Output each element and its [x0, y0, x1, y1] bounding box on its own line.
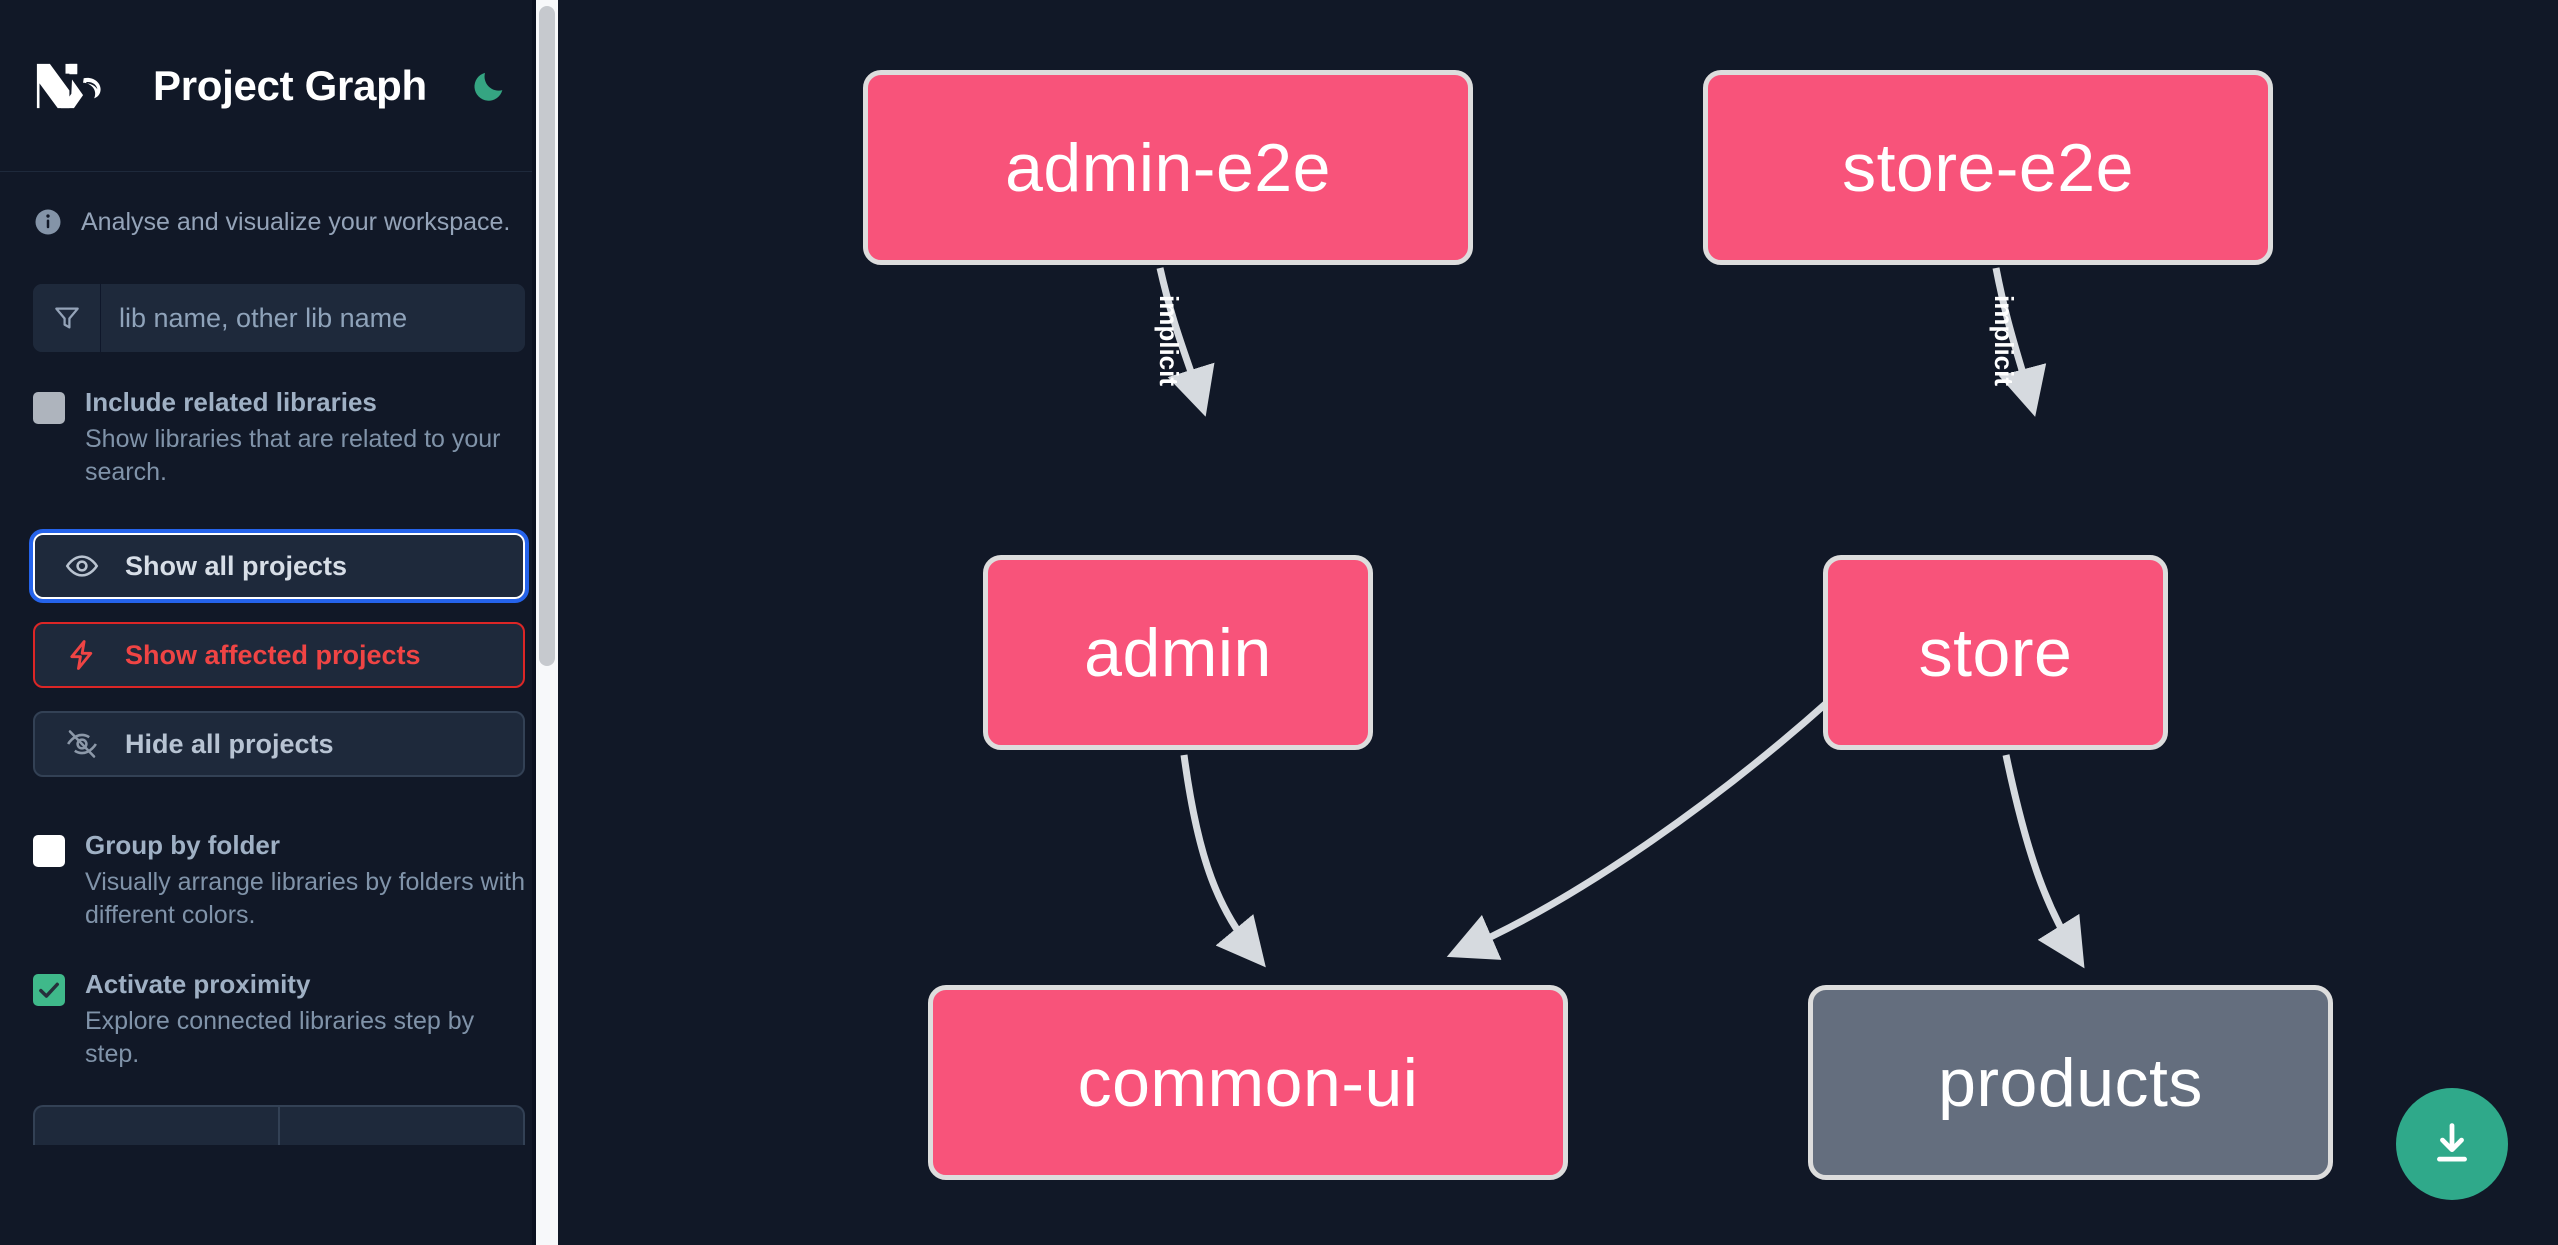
- show-affected-projects-button[interactable]: Show affected projects: [33, 622, 525, 688]
- checkbox-description: Show libraries that are related to your …: [85, 424, 501, 486]
- edge-label-store-e2e-store: implicit: [1989, 294, 2020, 387]
- edge-admin-e2e-admin: [1156, 267, 1215, 417]
- proximity-stepper-partial[interactable]: [33, 1105, 525, 1145]
- sidebar-header: Project Graph: [0, 0, 558, 172]
- proximity-increment[interactable]: [280, 1107, 523, 1145]
- checkbox-include-related-libraries[interactable]: Include related libraries Show libraries…: [0, 386, 558, 489]
- graph-node-store[interactable]: store: [1823, 555, 2168, 750]
- checkbox-texts: Group by folder Visually arrange librari…: [85, 829, 525, 932]
- edge-store-e2e-store: [1992, 267, 2047, 417]
- show-all-projects-label: Show all projects: [125, 550, 348, 581]
- node-label: store: [1918, 614, 2073, 691]
- action-button-group: Show all projects Show affected projects: [0, 529, 558, 777]
- sidebar: Project Graph Analyse and visualize your…: [0, 0, 558, 1245]
- checkbox-label: Activate proximity: [85, 969, 311, 999]
- checkbox-box[interactable]: [33, 392, 65, 424]
- download-icon: [2437, 1123, 2467, 1162]
- sidebar-content: Project Graph Analyse and visualize your…: [0, 0, 558, 1145]
- hide-all-projects-button[interactable]: Hide all projects: [33, 711, 525, 777]
- show-affected-projects-label: Show affected projects: [125, 639, 421, 670]
- divider: [278, 1107, 280, 1145]
- checkbox-box[interactable]: [33, 974, 65, 1006]
- node-label: admin: [1084, 614, 1272, 691]
- sidebar-edge: [532, 0, 536, 1245]
- checkbox-texts: Activate proximity Explore connected lib…: [85, 968, 525, 1071]
- sidebar-scrollbar-thumb[interactable]: [539, 6, 555, 666]
- nx-logo-icon: [33, 60, 111, 112]
- page-title: Project Graph: [153, 61, 427, 109]
- node-label: store-e2e: [1842, 129, 2134, 206]
- hide-all-projects-label: Hide all projects: [125, 728, 334, 759]
- node-label: products: [1938, 1044, 2203, 1121]
- lightning-icon: [64, 637, 100, 673]
- node-label: common-ui: [1077, 1044, 1419, 1121]
- sidebar-scrollbar-track[interactable]: [536, 0, 558, 1245]
- search-row: [33, 284, 525, 352]
- checkbox-activate-proximity[interactable]: Activate proximity Explore connected lib…: [0, 968, 558, 1071]
- download-button[interactable]: [2396, 1088, 2508, 1200]
- checkbox-description: Visually arrange libraries by folders wi…: [85, 867, 526, 929]
- node-label: admin-e2e: [1005, 129, 1331, 206]
- checkbox-box[interactable]: [33, 835, 65, 867]
- show-all-projects-button[interactable]: Show all projects: [29, 529, 529, 603]
- graph-node-admin-e2e[interactable]: admin-e2e: [863, 70, 1473, 265]
- graph-node-admin[interactable]: admin: [983, 555, 1373, 750]
- graph-node-store-e2e[interactable]: store-e2e: [1703, 70, 2273, 265]
- graph-canvas[interactable]: admin-e2e store-e2e admin store common-u…: [558, 0, 2558, 1245]
- filter-icon[interactable]: [33, 284, 101, 352]
- sidebar-tagline: Analyse and visualize your workspace.: [0, 172, 558, 272]
- checkbox-label: Include related libraries: [85, 387, 377, 417]
- checkbox-description: Explore connected libraries step by step…: [85, 1006, 475, 1068]
- edge-store-products: [2002, 754, 2085, 969]
- edge-label-admin-e2e-admin: implicit: [1154, 294, 1185, 387]
- info-icon: [33, 207, 63, 237]
- checkbox-texts: Include related libraries Show libraries…: [85, 386, 525, 489]
- proximity-decrement[interactable]: [35, 1107, 278, 1145]
- graph-node-products[interactable]: products: [1808, 985, 2333, 1180]
- edge-admin-common-ui: [1180, 754, 1266, 968]
- search-input[interactable]: [101, 284, 525, 352]
- graph-node-common-ui[interactable]: common-ui: [928, 985, 1568, 1180]
- checkbox-group-by-folder[interactable]: Group by folder Visually arrange librari…: [0, 829, 558, 932]
- checkbox-label: Group by folder: [85, 830, 280, 860]
- eye-off-icon: [64, 726, 100, 762]
- moon-icon[interactable]: [463, 60, 515, 112]
- edge-store-common-ui: [1446, 697, 1833, 960]
- tagline-text: Analyse and visualize your workspace.: [81, 207, 511, 236]
- graph-edges: [1156, 267, 2085, 969]
- eye-icon: [64, 548, 100, 584]
